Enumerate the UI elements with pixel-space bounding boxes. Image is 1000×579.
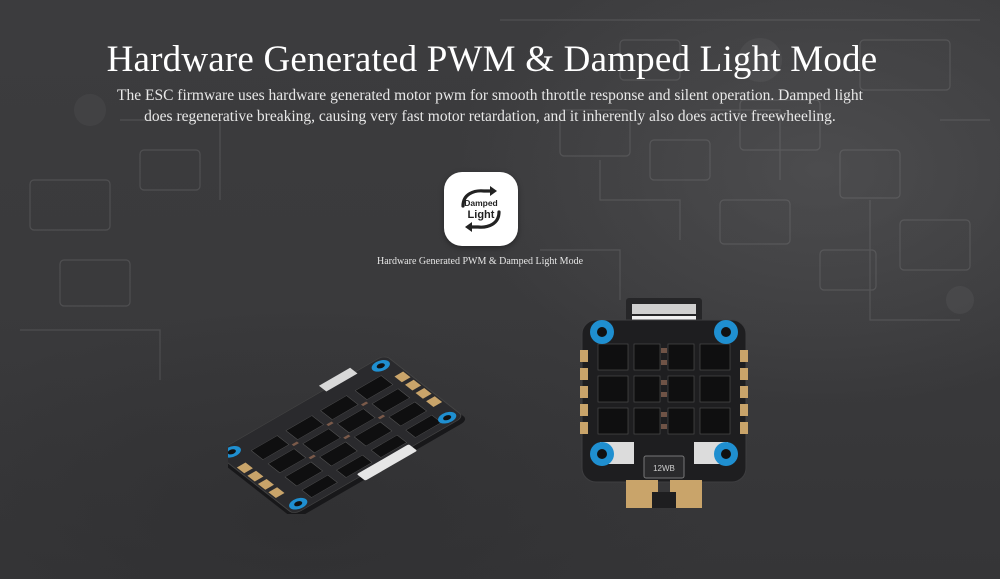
damped-light-icon: Damped Light — [444, 172, 518, 246]
board-label: 12WB — [653, 464, 675, 473]
page-title: Hardware Generated PWM & Damped Light Mo… — [106, 39, 878, 80]
esc-board-angled-image — [217, 354, 468, 519]
feature-caption: Hardware Generated PWM & Damped Light Mo… — [376, 256, 584, 267]
icon-text-light: Light — [468, 209, 495, 221]
esc-board-top-image: 12WB — [574, 296, 754, 531]
feature-description: The ESC firmware uses hardware generated… — [117, 87, 863, 125]
icon-text-damped: Damped — [464, 198, 498, 208]
